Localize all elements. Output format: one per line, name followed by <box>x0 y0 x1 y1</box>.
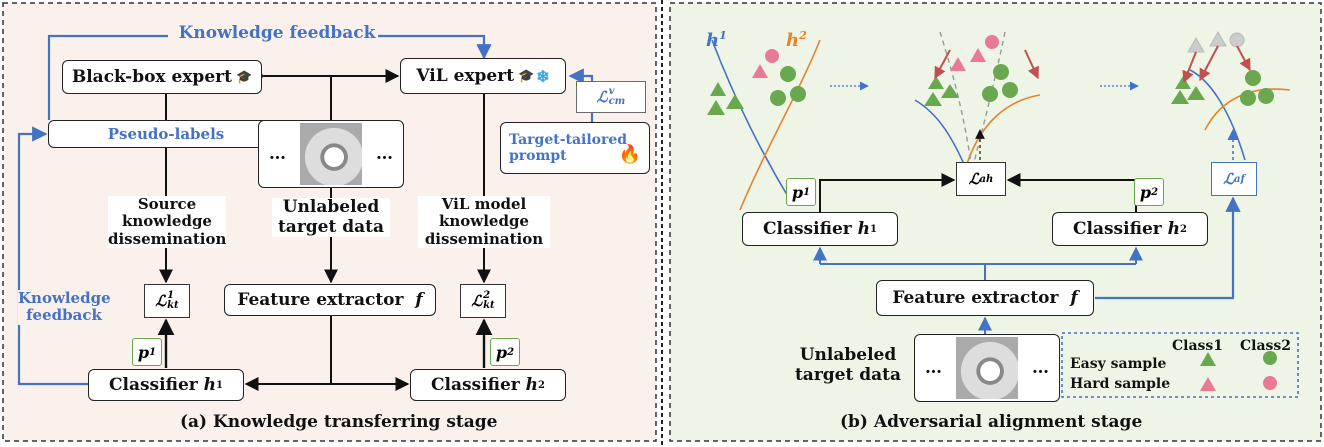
unlabeled-data-image-box-b: … … <box>914 334 1060 402</box>
panel-b-caption: (b) Adversarial alignment stage <box>840 412 1143 432</box>
feedback-top-line-left <box>47 34 168 120</box>
b1-circ <box>770 90 786 106</box>
vil-dissemination-label: ViL model knowledge dissemination <box>418 195 550 248</box>
b1-tri <box>726 94 744 109</box>
cat-image <box>956 337 1018 399</box>
b1-circ-hard <box>765 49 779 63</box>
mortarboard-icon: 🎓 <box>235 69 253 85</box>
b3-boundary-h2 <box>1204 88 1291 131</box>
feature-extractor-a[interactable]: Feature extractor f <box>224 284 436 316</box>
source-dissemination-label: Source knowledge dissemination <box>108 195 227 248</box>
legend-class1: Class1 <box>1172 338 1224 354</box>
b3-boundary-h1 <box>1189 69 1246 161</box>
b1-tri-hard <box>752 64 768 78</box>
legend-easy: Easy sample <box>1070 356 1167 372</box>
snowflake-icon: ❄ <box>536 66 550 86</box>
b1-circ <box>790 86 806 102</box>
target-prompt-box[interactable]: Target-tailored prompt 🔥 <box>500 122 650 174</box>
pseudo-labels-box[interactable]: Pseudo-labels <box>48 120 284 148</box>
fire-icon: 🔥 <box>618 144 641 165</box>
cls1-to-lah <box>819 173 956 212</box>
legend-class2: Class2 <box>1240 338 1292 354</box>
black-box-expert[interactable]: Black-box expert 🎓 <box>62 60 262 94</box>
b1-boundary-h2 <box>739 39 821 211</box>
b-h2-label: h2 <box>786 29 807 51</box>
fe-to-laf <box>1095 196 1241 300</box>
b1-circ <box>780 66 796 82</box>
unlabeled-target-data-label-b: Unlabeled target data <box>794 345 902 385</box>
b1-tri <box>710 82 726 96</box>
legend-hard: Hard sample <box>1070 376 1171 392</box>
vil-expert[interactable]: ViL expert 🎓 ❄ <box>400 58 566 94</box>
feedback-left-line <box>17 126 88 386</box>
cat-image <box>300 123 362 185</box>
knowledge-feedback-left-label: Knowledge feedback <box>18 289 111 325</box>
b-h1-label: h1 <box>706 29 727 51</box>
unlabeled-target-data-label: Unlabeled target data <box>272 197 390 238</box>
panel-a-caption: (a) Knowledge transferring stage <box>180 412 498 432</box>
mortarboard-icon: 🎓 <box>518 68 535 84</box>
feedback-top-line-right <box>378 34 492 60</box>
b1-boundary-h1 <box>711 39 791 201</box>
feature-extractor-b[interactable]: Feature extractor f <box>876 280 1094 316</box>
knowledge-feedback-top-label: Knowledge feedback <box>178 23 376 43</box>
b1-tri <box>707 100 725 115</box>
unlabeled-data-image-box: … … <box>258 120 404 188</box>
